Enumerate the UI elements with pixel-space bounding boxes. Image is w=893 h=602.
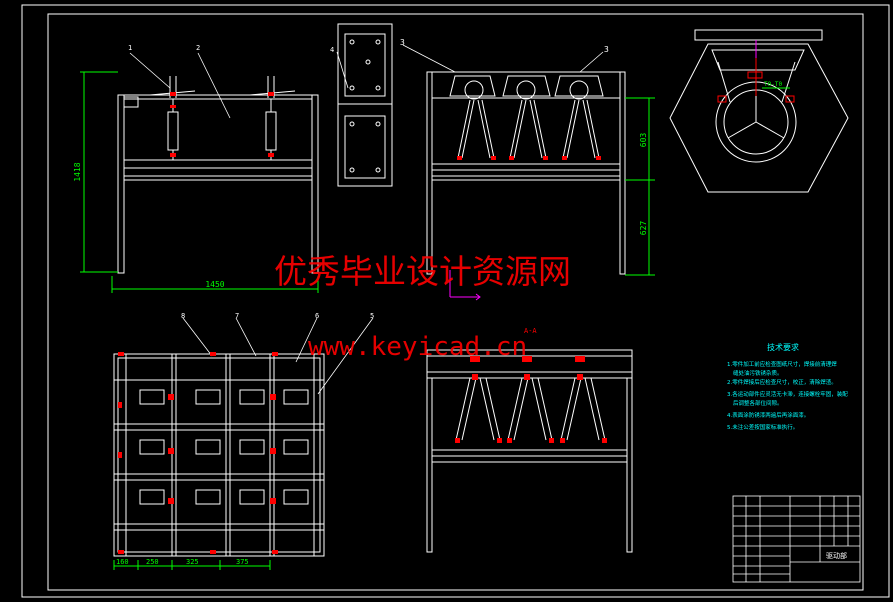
- plan-dimension-3: 325: [186, 558, 199, 566]
- front-view-red-marks: [170, 92, 274, 157]
- tech-note-line-3: 2.零件焊接后应检查尺寸，校正，清除焊渣。: [727, 378, 837, 386]
- plan-dimension-2: 250: [146, 558, 159, 566]
- plan-view-red-marks: [118, 352, 278, 554]
- callout-8: 8: [181, 312, 185, 320]
- front-width-dimension: 1450: [205, 280, 224, 289]
- hexagon-detail-view: [669, 29, 849, 193]
- ucs-cursor-icon: [449, 270, 481, 301]
- title-block: [732, 495, 861, 583]
- side-view-red-marks: [457, 156, 601, 160]
- side-view: [426, 71, 626, 275]
- plan-dimension-1: 160: [116, 558, 129, 566]
- plan-view: [113, 353, 325, 557]
- side-view-dimensions: [625, 97, 655, 276]
- front-view-dimensions: [80, 71, 319, 293]
- tech-note-line-5: 后调整各部位间隙。: [733, 399, 783, 407]
- plan-dimension-4: 375: [236, 558, 249, 566]
- callout-3-left: 3: [400, 38, 405, 47]
- plate-detail-view: [337, 23, 393, 187]
- tech-note-line-4: 3.各运动部件应灵活无卡滞，连接螺栓牢固，装配: [727, 390, 848, 398]
- hexagon-detail-label: T0-T0: [764, 81, 782, 88]
- callout-leaders: [129, 44, 604, 395]
- callout-1: 1: [128, 44, 132, 52]
- callout-7: 7: [235, 312, 239, 320]
- tech-note-line-7: 5.未注公差按国家标准执行。: [727, 423, 798, 431]
- front-height-dimension: 1418: [73, 162, 82, 181]
- tech-note-line-1: 1.零件加工前应检查图纸尺寸，焊接前清理焊: [727, 360, 837, 368]
- side-lower-dimension: 627: [639, 221, 648, 236]
- callout-2: 2: [196, 44, 200, 52]
- callout-5: 5: [370, 312, 374, 320]
- callout-3-right: 3: [604, 45, 609, 54]
- callout-4: 4: [330, 46, 334, 54]
- tech-note-line-6: 4.表面涂防锈漆两遍后再涂面漆。: [727, 411, 809, 419]
- watermark-chinese: 优秀毕业设计资源网: [274, 252, 571, 291]
- side-upper-dimension: 603: [639, 133, 648, 148]
- callout-6: 6: [315, 312, 319, 320]
- sheet-border: [21, 4, 890, 598]
- section-view-red-marks: [455, 356, 607, 443]
- section-view-label: A-A: [524, 327, 537, 335]
- tech-notes-title: 技术要求: [767, 342, 799, 352]
- plan-view-dimensions: [113, 560, 271, 570]
- tech-note-line-2: 缝处油污铁锈杂质。: [733, 369, 783, 377]
- title-block-label: 驱动部: [826, 551, 847, 560]
- watermark-url: www.keyicad.cn: [308, 332, 527, 362]
